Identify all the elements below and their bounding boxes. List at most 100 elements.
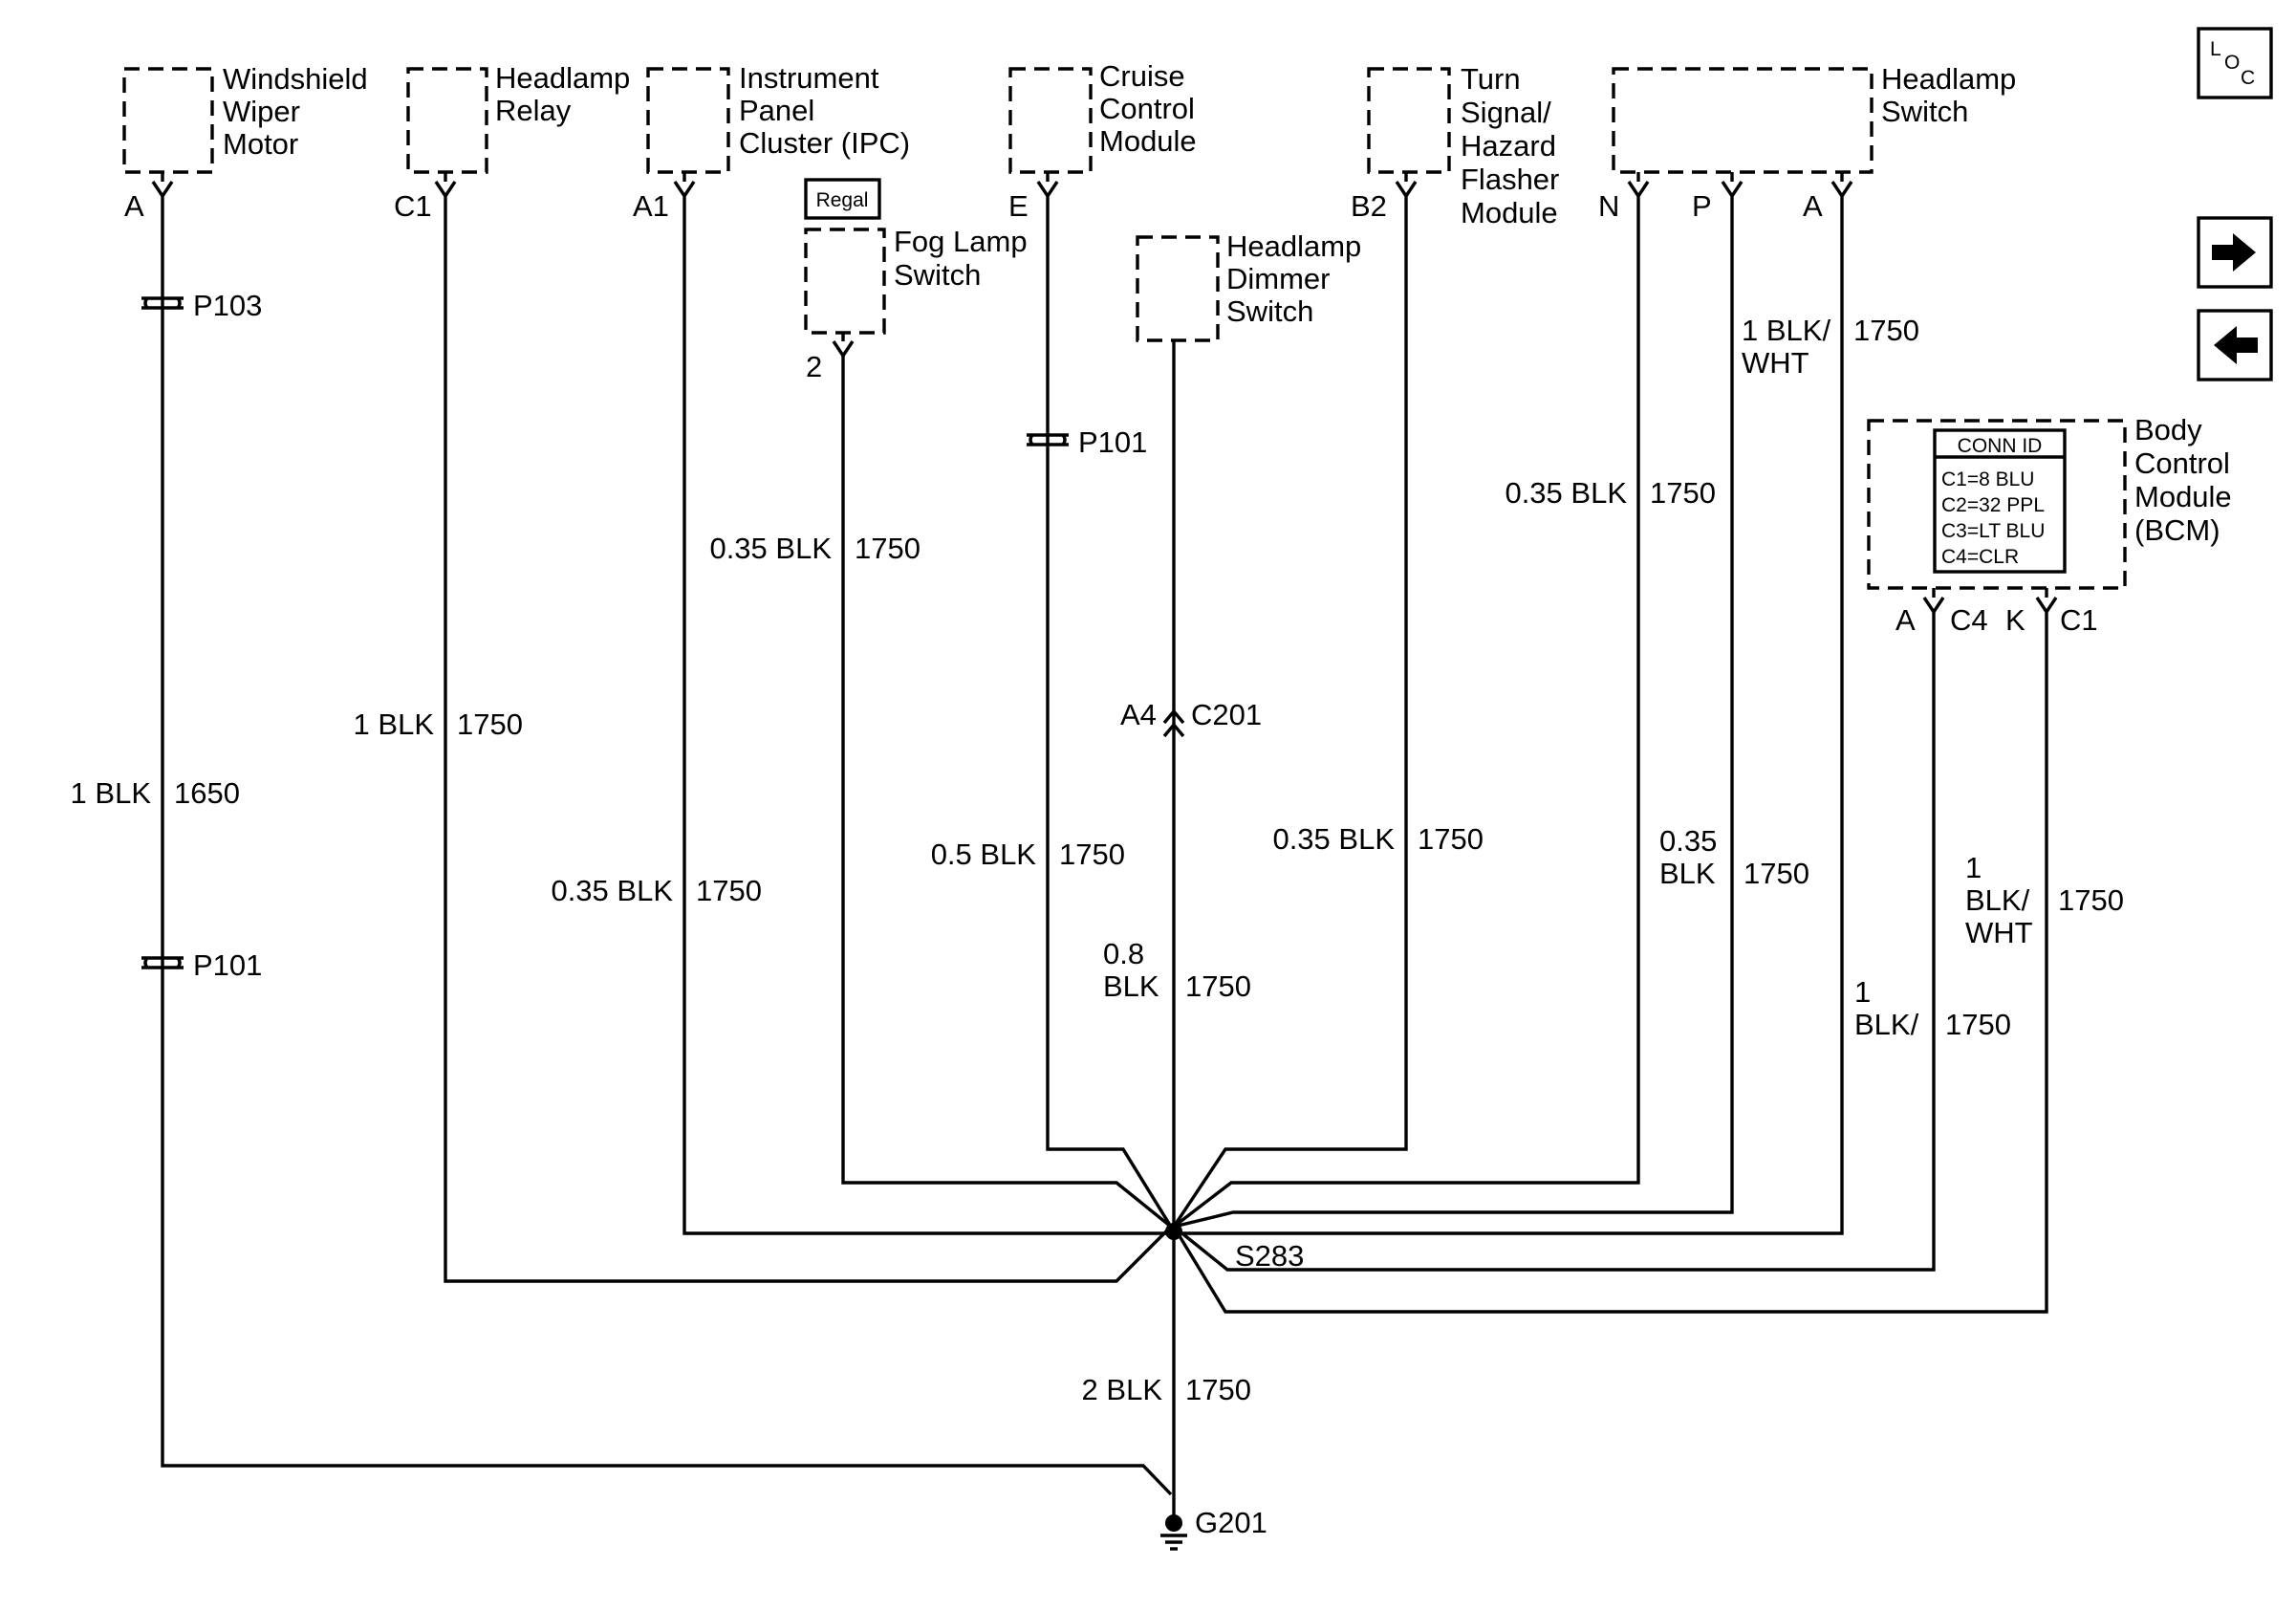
wire-gauge: 2 BLK <box>1082 1373 1163 1406</box>
component-label: Instrument <box>739 61 879 95</box>
wire-gauge: 0.8 <box>1103 937 1144 970</box>
wire-bcm-a <box>1172 612 1936 1272</box>
wire-labels: 1 BLK 1650 1 BLK 1750 0.35 BLK 1750 0.35… <box>71 314 2124 1406</box>
wire-flasher <box>1172 196 1408 1228</box>
component-label: Fog Lamp <box>894 225 1028 258</box>
wire-gauge: BLK <box>1103 969 1159 1003</box>
splice-label: S283 <box>1235 1239 1304 1273</box>
component-label: Wiper <box>223 95 300 128</box>
component-label: Cluster (IPC) <box>739 126 910 160</box>
component-label: Cruise <box>1099 59 1185 93</box>
wire-wiper <box>161 196 1173 1496</box>
wire-hs-a <box>1174 196 1844 1235</box>
wire-gauge: 0.35 BLK <box>1505 476 1627 510</box>
component-label: Relay <box>495 94 572 127</box>
component-label: Switch <box>1881 95 1968 128</box>
pin-label: E <box>1008 189 1029 223</box>
wire-circuit: 1750 <box>457 708 523 741</box>
previous-page-button[interactable] <box>2197 309 2273 381</box>
pin-label: C1 <box>2060 603 2098 637</box>
headlamp-switch[interactable]: Headlamp Switch <box>1612 62 2016 174</box>
pin-label: K <box>2005 603 2025 637</box>
conn-id-row: C4=CLR <box>1941 546 2019 568</box>
conn-id-row: C1=8 BLU <box>1941 468 2034 490</box>
wire-gauge: WHT <box>1742 346 1809 380</box>
pin-label: 2 <box>806 350 822 383</box>
body-control-module[interactable]: Body Control Module (BCM) <box>1867 413 2232 590</box>
component-label: Signal/ <box>1461 96 1551 129</box>
wire-gauge: 1 <box>1965 851 1982 884</box>
wire-headlamp-relay <box>444 196 1173 1283</box>
connector-label: P103 <box>193 289 262 322</box>
wire-gauge: BLK <box>1659 857 1716 890</box>
connector-p101-cruise[interactable]: P101 <box>1027 425 1147 459</box>
loc-letter: O <box>2224 52 2240 74</box>
connector-label: P101 <box>193 948 262 982</box>
wire-circuit: 1650 <box>174 776 240 810</box>
wire-gauge: 0.35 BLK <box>551 874 673 907</box>
connector-label: P101 <box>1078 425 1147 459</box>
wire-gauge: 1 BLK <box>354 708 435 741</box>
location-button[interactable]: L O C <box>2197 27 2273 99</box>
ground-label: G201 <box>1195 1506 1267 1539</box>
ground-symbol-icon[interactable]: G201 <box>1160 1506 1267 1551</box>
component-label: Switch <box>1226 294 1313 328</box>
connector-pin-label: A4 <box>1120 698 1157 731</box>
wire-circuit: 1750 <box>1853 314 1919 347</box>
cruise-control-module[interactable]: Cruise Control Module <box>1008 59 1197 174</box>
pin-labels: A C1 A1 2 E B2 N P A A C4 K C1 <box>124 189 2098 637</box>
component-label: Flasher <box>1461 163 1559 196</box>
component-label: Headlamp <box>1881 62 2016 96</box>
regal-label: Regal <box>816 189 869 211</box>
fog-lamp-switch[interactable]: Fog Lamp Switch <box>804 225 1028 335</box>
pin-label: A <box>1803 189 1823 223</box>
wire-bcm-k <box>1172 612 2048 1314</box>
pin-label: P <box>1692 189 1712 223</box>
component-label: Module <box>2134 480 2232 513</box>
headlamp-dimmer-switch[interactable]: Headlamp Dimmer Switch <box>1136 229 1361 342</box>
component-label: Motor <box>223 127 298 161</box>
wire-circuit: 1750 <box>696 874 762 907</box>
pin-label: A <box>124 189 144 223</box>
windshield-wiper-motor[interactable]: Windshield Wiper Motor <box>122 62 368 174</box>
connector-c201[interactable]: A4 C201 <box>1120 698 1262 738</box>
connector-p103[interactable]: P103 <box>141 289 262 322</box>
arrow-left-icon <box>2214 326 2258 364</box>
wire-circuit: 1750 <box>2058 883 2124 917</box>
wire-gauge: BLK/ <box>1965 883 2030 917</box>
wire-cruise <box>1046 196 1173 1228</box>
instrument-panel-cluster[interactable]: Instrument Panel Cluster (IPC) <box>646 61 910 174</box>
component-label: Windshield <box>223 62 368 96</box>
wire-gauge: 0.35 <box>1659 824 1717 858</box>
wires <box>161 196 2048 1523</box>
wire-ipc <box>682 196 1171 1235</box>
component-label: Headlamp <box>495 61 630 95</box>
wire-gauge: 0.35 BLK <box>1272 822 1395 856</box>
arrow-right-icon <box>2212 233 2256 272</box>
wire-circuit: 1750 <box>1059 838 1125 871</box>
regal-badge: Regal <box>804 178 881 220</box>
component-label: Module <box>1461 196 1558 229</box>
component-label: Turn <box>1461 62 1521 96</box>
loc-letter: C <box>2241 67 2255 89</box>
connector-p101-left[interactable]: P101 <box>141 948 262 982</box>
conn-id-row: C3=LT BLU <box>1941 520 2045 542</box>
conn-id-table: CONN ID C1=8 BLU C2=32 PPL C3=LT BLU C4=… <box>1933 428 2067 574</box>
splice-s283[interactable]: S283 <box>1165 1223 1304 1273</box>
next-page-button[interactable] <box>2197 216 2273 289</box>
pin-label: C4 <box>1950 603 1988 637</box>
wire-gauge: BLK/ <box>1854 1008 1919 1041</box>
pin-label: A1 <box>633 189 669 223</box>
component-label: Panel <box>739 94 814 127</box>
turn-signal-hazard-flasher-module[interactable]: Turn Signal/ Hazard Flasher Module <box>1367 62 1559 229</box>
component-label: Module <box>1099 124 1197 158</box>
wire-fog-lamp <box>841 356 1173 1229</box>
component-label: Control <box>2134 446 2230 480</box>
headlamp-relay[interactable]: Headlamp Relay <box>406 61 630 174</box>
component-label: Body <box>2134 413 2202 446</box>
component-label: (BCM) <box>2134 513 2220 547</box>
conn-id-row: C2=32 PPL <box>1941 494 2045 516</box>
loc-letter: L <box>2210 38 2221 60</box>
connector-label: C201 <box>1191 698 1262 731</box>
